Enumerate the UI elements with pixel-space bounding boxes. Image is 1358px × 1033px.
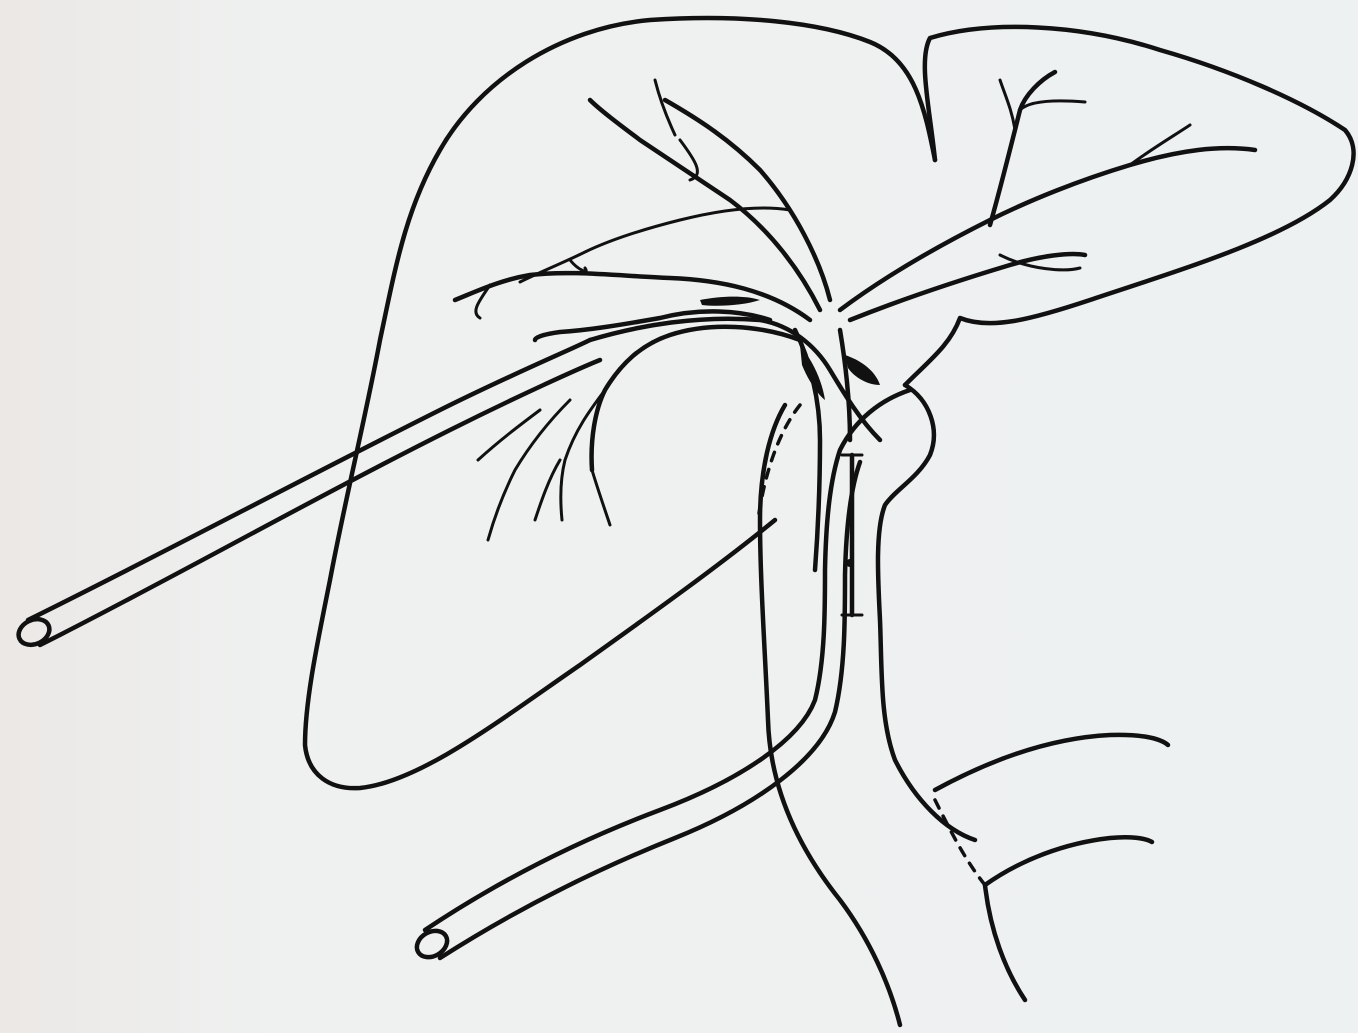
transhepatic-tube-inner-segment	[590, 319, 880, 440]
bile-duct-right-lower-twig-4	[478, 410, 540, 460]
hilum-shading-3	[700, 297, 760, 306]
bile-duct-right-lower-twig-5	[535, 460, 560, 520]
liver-left-lobe-outline	[905, 27, 1354, 385]
duodenum-upper-outline	[878, 385, 975, 840]
endoscopic-tube-left-wall	[425, 390, 910, 930]
bile-duct-right-middle	[455, 273, 810, 320]
bile-duct-left-lower	[850, 254, 1085, 320]
pylorus-dashed	[935, 800, 985, 885]
stomach-lower-curve	[985, 837, 1152, 885]
stomach-upper-curve	[935, 735, 1168, 790]
bile-duct-right-middle-twig-2	[570, 260, 586, 271]
bile-duct-right-lower-twig-3	[488, 400, 570, 540]
duodenum-lower-wall	[985, 885, 1025, 1000]
bile-duct-right-upper	[665, 100, 830, 300]
transhepatic-tube-upper-wall	[28, 340, 590, 620]
bile-duct-right-lower-twig-2	[592, 470, 610, 525]
stent-marker-dot	[846, 559, 854, 567]
bile-duct-left-vertical	[990, 72, 1055, 225]
bile-duct-right-twig-1	[655, 80, 675, 135]
bile-duct-left-twig-2	[1000, 80, 1015, 130]
hilum-shading-2	[845, 355, 880, 385]
bile-duct-left-twig-1	[1020, 101, 1085, 110]
transhepatic-tube-lower-wall	[40, 360, 600, 645]
bile-duct-left-upper	[840, 148, 1255, 310]
transhepatic-tube-end	[14, 614, 53, 649]
hilum-shading-1	[800, 345, 825, 400]
